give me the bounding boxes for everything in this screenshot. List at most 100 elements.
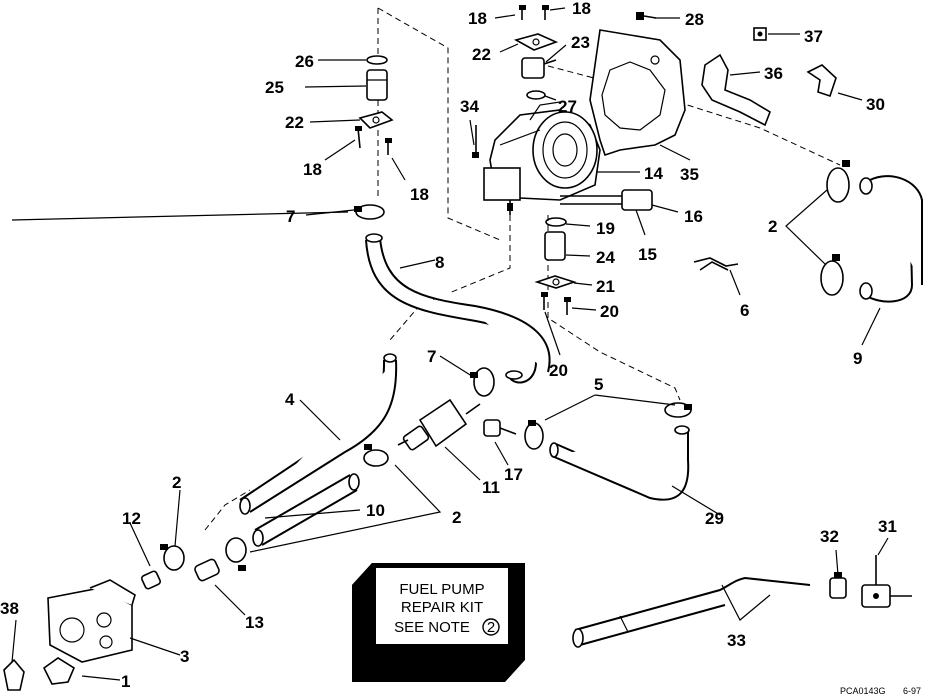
fitting-24 bbox=[544, 231, 566, 261]
fitting-17 bbox=[483, 419, 517, 437]
label-2-right: 2 bbox=[768, 217, 777, 236]
clamp-2-middle bbox=[363, 444, 389, 467]
label-12: 12 bbox=[122, 509, 141, 528]
label-20-lower: 20 bbox=[549, 361, 568, 380]
clip-38 bbox=[3, 658, 25, 691]
label-24: 24 bbox=[596, 248, 615, 267]
label-36: 36 bbox=[764, 64, 783, 83]
kit-note-number: 2 bbox=[487, 619, 495, 636]
label-21: 21 bbox=[596, 277, 615, 296]
label-5: 5 bbox=[594, 375, 603, 394]
o-ring-26 bbox=[366, 55, 388, 65]
bracket-36 bbox=[701, 53, 771, 127]
label-29: 29 bbox=[705, 509, 724, 528]
label-38: 38 bbox=[0, 599, 19, 618]
label-18-top-right: 18 bbox=[572, 0, 591, 18]
kit-line-2: REPAIR KIT bbox=[401, 599, 483, 616]
label-22-top: 22 bbox=[472, 45, 491, 64]
o-ring-27 bbox=[526, 90, 546, 100]
footer-code: PCA0143G bbox=[840, 686, 886, 696]
o-ring-19 bbox=[545, 217, 567, 227]
clamp-2-right-upper bbox=[826, 160, 850, 203]
label-3: 3 bbox=[180, 647, 189, 666]
label-18-top-left: 18 bbox=[468, 9, 487, 28]
label-2-lower-left: 2 bbox=[172, 473, 181, 492]
clamp-2-right-lower bbox=[820, 254, 844, 296]
label-11: 11 bbox=[482, 478, 500, 497]
fuel-pump-14 bbox=[483, 101, 601, 215]
label-30: 30 bbox=[866, 95, 885, 114]
label-2-middle: 2 bbox=[452, 508, 461, 527]
label-8: 8 bbox=[435, 253, 444, 272]
clamp-5-left bbox=[524, 420, 544, 450]
screw-18-top-left bbox=[519, 5, 526, 20]
bracket-35 bbox=[589, 29, 686, 157]
fitting-16 bbox=[560, 189, 653, 211]
clip-30 bbox=[806, 64, 837, 98]
label-26: 26 bbox=[295, 52, 314, 71]
label-35: 35 bbox=[680, 165, 699, 184]
nut-37 bbox=[753, 27, 767, 41]
footer-date: 6-97 bbox=[903, 686, 921, 696]
screw-18-top-right bbox=[542, 5, 549, 20]
label-17: 17 bbox=[504, 465, 523, 484]
hose-9 bbox=[859, 175, 923, 303]
label-25: 25 bbox=[265, 78, 284, 97]
kit-line-3: SEE NOTE bbox=[394, 619, 470, 636]
label-9: 9 bbox=[853, 349, 862, 368]
hose-29 bbox=[549, 425, 690, 501]
label-18-left: 18 bbox=[303, 160, 322, 179]
label-7-middle: 7 bbox=[427, 347, 436, 366]
clamp-2-lower-left bbox=[160, 544, 185, 571]
leader-lines bbox=[11, 7, 889, 681]
dashed-guide-lines bbox=[204, 7, 841, 531]
label-37: 37 bbox=[804, 27, 823, 46]
screw-18-right bbox=[385, 138, 392, 155]
footer: PCA0143G 6-97 bbox=[840, 686, 921, 696]
clip-6 bbox=[693, 257, 739, 271]
valve-31 bbox=[861, 555, 912, 608]
hose-4 bbox=[239, 353, 398, 515]
label-6: 6 bbox=[740, 301, 749, 320]
label-20-right: 20 bbox=[600, 302, 619, 321]
hose-33 bbox=[572, 576, 811, 648]
label-28: 28 bbox=[685, 10, 704, 29]
fitting-12 bbox=[140, 570, 162, 590]
label-19: 19 bbox=[596, 219, 615, 238]
gasket-21 bbox=[534, 275, 577, 289]
clamp-32 bbox=[829, 572, 847, 599]
label-27: 27 bbox=[558, 97, 577, 116]
label-23: 23 bbox=[571, 33, 590, 52]
label-31: 31 bbox=[878, 517, 897, 536]
part-number-labels: 1 3 38 12 2 13 10 2 4 11 17 5 7 8 29 7 2… bbox=[0, 0, 897, 691]
gasket-22-top bbox=[513, 33, 559, 51]
screw-20-right bbox=[564, 297, 571, 315]
fuel-filter-11 bbox=[397, 398, 481, 451]
hose-10 bbox=[252, 473, 360, 547]
screw-20-left bbox=[541, 292, 548, 310]
screw-34 bbox=[472, 125, 479, 158]
screw-18-left bbox=[355, 126, 362, 149]
hose-8 bbox=[365, 233, 551, 384]
clamp-5-right bbox=[664, 402, 692, 418]
clip-1 bbox=[42, 657, 76, 685]
repair-kit-box: FUEL PUMP REPAIR KIT SEE NOTE 2 bbox=[352, 563, 525, 682]
fitting-13 bbox=[194, 558, 220, 582]
label-32: 32 bbox=[820, 527, 839, 546]
label-16: 16 bbox=[684, 207, 703, 226]
label-13: 13 bbox=[245, 613, 264, 632]
label-15: 15 bbox=[638, 245, 657, 264]
label-7-upper: 7 bbox=[286, 207, 295, 226]
clamp-2-lower-right bbox=[225, 537, 247, 571]
label-34: 34 bbox=[460, 97, 479, 116]
housing-3 bbox=[47, 579, 136, 663]
clamp-7-upper bbox=[354, 204, 385, 220]
fitting-23 bbox=[521, 57, 557, 79]
label-4: 4 bbox=[285, 390, 295, 409]
label-14: 14 bbox=[644, 164, 663, 183]
gasket-22-left bbox=[358, 111, 394, 129]
fitting-25 bbox=[366, 69, 388, 101]
label-33: 33 bbox=[727, 631, 746, 650]
